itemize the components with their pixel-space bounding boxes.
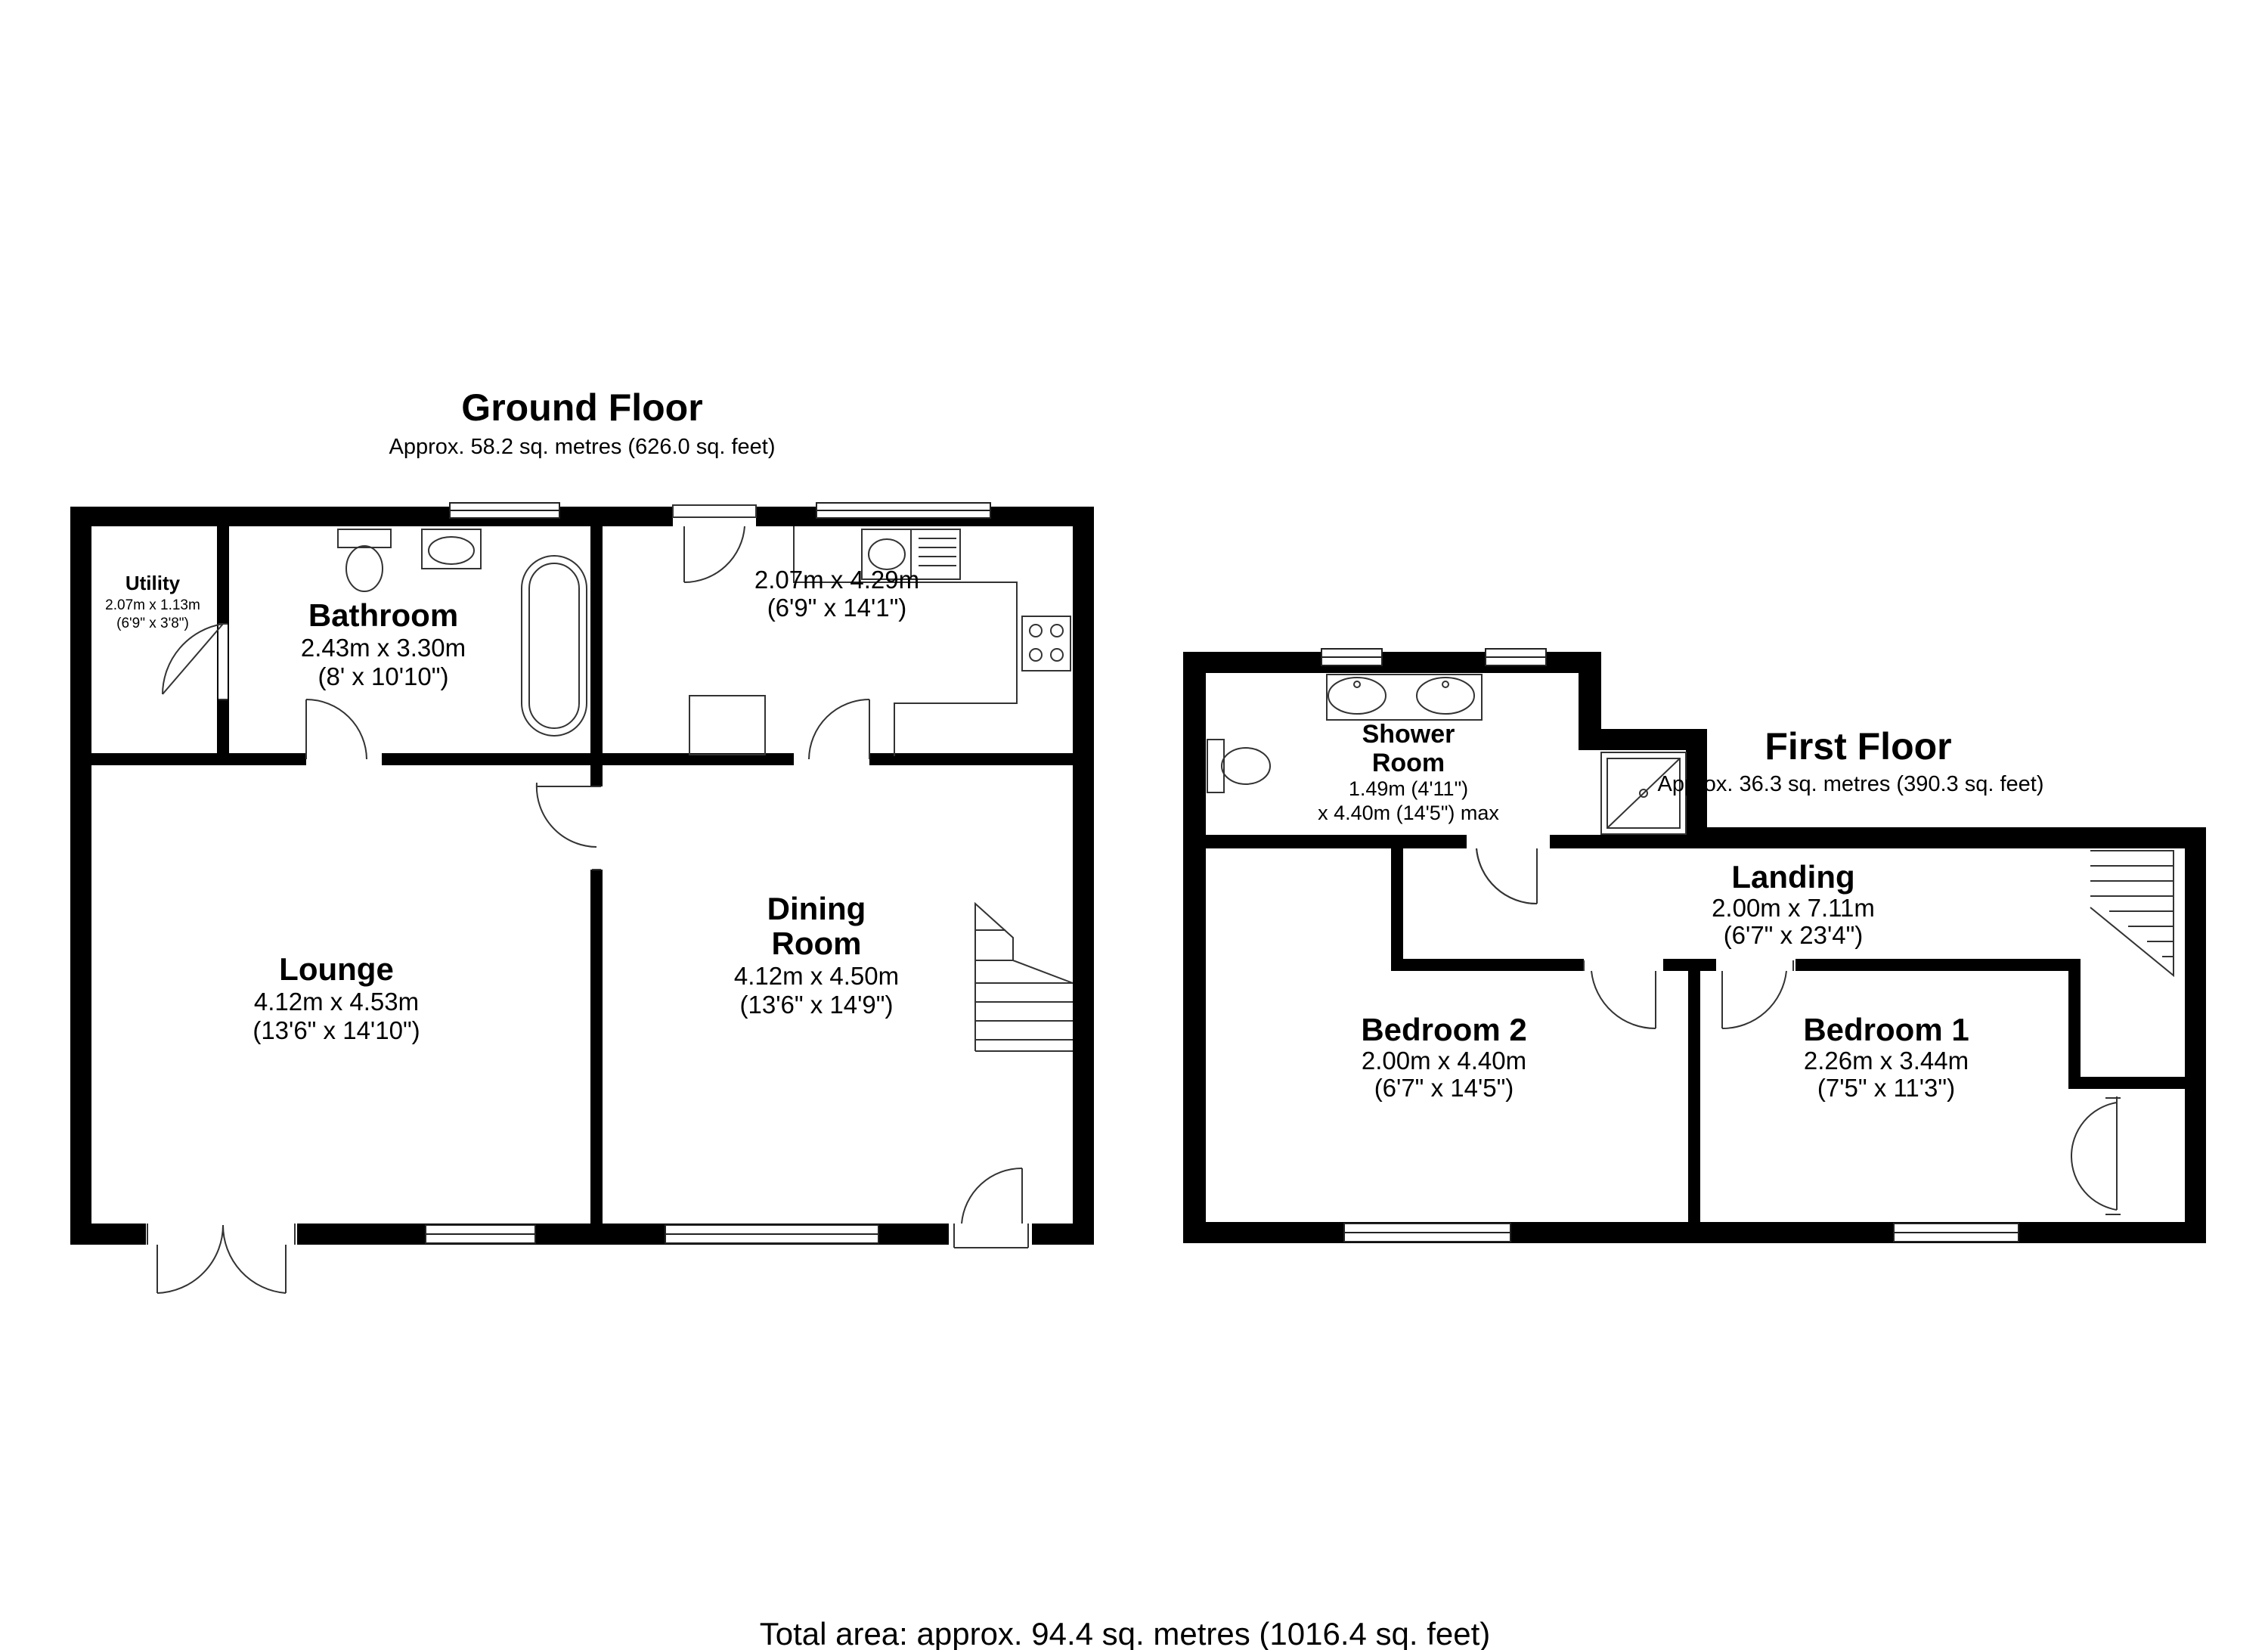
first-floor-title: First Floor	[1765, 725, 1951, 768]
bedroom2-dim-m: 2.00m x 4.40m	[1362, 1047, 1526, 1075]
lounge-dim-ft: (13'6" x 14'10")	[253, 1016, 420, 1044]
ground-floor-plan	[70, 502, 1094, 1294]
ground-outer-wall-left	[70, 507, 91, 1245]
first-outer-wall-step-vertical-2	[1686, 729, 1707, 835]
bathroom-door	[305, 699, 367, 760]
utility-name: Utility	[125, 572, 181, 594]
dining-name-line1: Dining	[767, 891, 866, 926]
bathroom-basin	[421, 529, 482, 569]
bedroom1-dim-ft: (7'5" x 11'3")	[1817, 1074, 1955, 1102]
bathroom-toilet	[337, 529, 392, 592]
shower-name-line2: Room	[1372, 749, 1445, 777]
first-outer-wall-step-horizontal	[1579, 729, 1707, 750]
landing-dim-m: 2.00m x 7.11m	[1712, 894, 1875, 922]
ground-mid-horizontal-wall	[91, 753, 1073, 765]
landing-staircase	[2090, 850, 2174, 978]
kitchen-dim-ft: (6'9" x 14'1")	[767, 594, 907, 622]
kitchen-back-door	[672, 504, 757, 584]
utility-dim-m: 2.07m x 1.13m	[105, 597, 200, 613]
landing-left-wall	[1391, 835, 1403, 971]
bedrooms-divider-wall	[1688, 959, 1700, 1222]
bedroom2-name: Bedroom 2	[1361, 1012, 1526, 1047]
bathroom-dim-m: 2.43m x 3.30m	[301, 634, 466, 662]
shower-room-door	[1476, 848, 1538, 905]
landing-name: Landing	[1731, 859, 1854, 895]
ground-floor-area: Approx. 58.2 sq. metres (626.0 sq. feet)	[389, 435, 776, 459]
bathroom-kitchen-wall	[590, 526, 603, 761]
first-floor-area: Approx. 36.3 sq. metres (390.3 sq. feet)	[1658, 772, 2044, 796]
first-outer-wall-left	[1183, 652, 1206, 1243]
shower-toilet	[1207, 739, 1271, 793]
lounge-name: Lounge	[279, 951, 394, 987]
total-area: Total area: approx. 94.4 sq. metres (101…	[760, 1616, 1491, 1650]
dining-name-line2: Room	[772, 926, 862, 961]
shower-tray	[1600, 752, 1687, 835]
shower-basins	[1326, 674, 1483, 721]
bedroom1-dim-m: 2.26m x 3.44m	[1804, 1047, 1969, 1075]
first-outer-wall-bottom	[1183, 1222, 2206, 1243]
bedroom2-door	[1583, 960, 1656, 1030]
dining-kitchen-door	[808, 699, 870, 760]
ground-outer-wall-right	[1073, 507, 1094, 1245]
bedroom1-door	[1721, 960, 1794, 1030]
utility-dim-ft: (6'9" x 3'8")	[116, 616, 189, 631]
dining-dim-ft: (13'6" x 14'9")	[740, 991, 894, 1019]
ground-floor-title: Ground Floor	[461, 386, 702, 429]
lounge-dim-m: 4.12m x 4.53m	[254, 988, 419, 1016]
shower-dim-line2: x 4.40m (14'5") max	[1318, 802, 1499, 824]
shower-name-line1: Shower	[1362, 720, 1455, 749]
dining-dim-m: 4.12m x 4.50m	[734, 962, 899, 990]
bedroom1-name: Bedroom 1	[1803, 1012, 1969, 1047]
shower-room-bottom-wall	[1206, 835, 1697, 848]
utility-door	[162, 623, 228, 700]
bedroom2-dim-ft: (6'7" x 14'5")	[1374, 1074, 1514, 1102]
lounge-french-doors	[147, 1224, 296, 1294]
dining-front-door	[953, 1167, 1029, 1248]
dining-staircase	[974, 901, 1074, 1052]
first-floor-plan	[1183, 648, 2206, 1243]
lounge-dining-wall	[590, 765, 603, 1224]
first-outer-wall-top-right	[1686, 827, 2206, 848]
first-outer-wall-right	[2185, 827, 2206, 1243]
bathroom-name: Bathroom	[308, 597, 458, 633]
cupboard-left-wall	[2068, 959, 2081, 1086]
cupboard-top-wall	[2068, 1077, 2185, 1089]
bathroom-dim-ft: (8' x 10'10")	[318, 662, 449, 690]
kitchen-worktop	[689, 526, 1071, 756]
kitchen-dim-m: 2.07m x 4.29m	[754, 566, 919, 594]
shower-dim-line1: 1.49m (4'11")	[1349, 777, 1468, 800]
landing-dim-ft: (6'7" x 23'4")	[1724, 921, 1864, 949]
lounge-dining-door	[535, 782, 601, 870]
bathroom-bath	[521, 555, 587, 737]
bedroom1-cupboard-doors	[2070, 1096, 2121, 1215]
